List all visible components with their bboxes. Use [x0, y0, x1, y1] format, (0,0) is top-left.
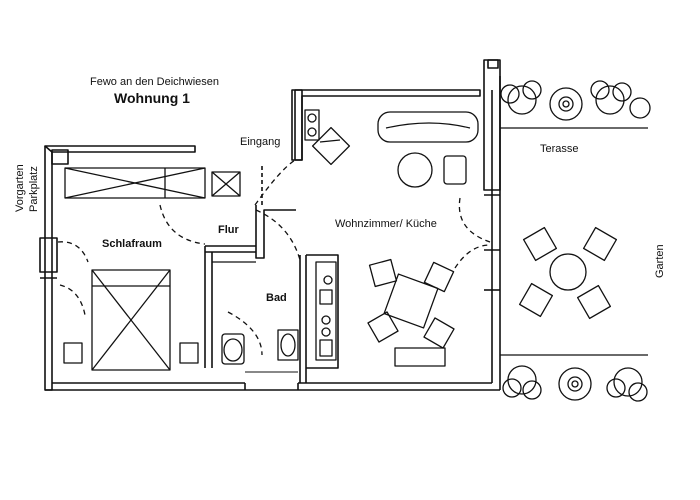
room-label-schlafraum: Schlafraum — [102, 238, 162, 250]
terrace-furniture — [500, 127, 648, 356]
room-label-terasse: Terasse — [540, 143, 579, 155]
area-label-garten: Garten — [654, 244, 666, 278]
plan-title: Wohnung 1 — [114, 90, 190, 106]
room-label-wohnzimmer: Wohnzimmer/ Küche — [335, 218, 437, 230]
plan-subtitle: Fewo an den Deichwiesen — [90, 76, 220, 88]
bedroom-furniture — [63, 167, 241, 371]
room-label-eingang: Eingang — [240, 136, 281, 148]
area-label-parkplatz: Parkplatz — [28, 166, 40, 212]
area-label-vorgarten: Vorgarten — [14, 164, 26, 212]
room-label-flur: Flur — [218, 224, 239, 236]
living-room-furniture — [304, 109, 479, 367]
outer-walls — [39, 59, 501, 391]
garden-bushes — [500, 80, 651, 402]
bathroom-fixtures — [212, 261, 299, 365]
kitchen-fixtures — [315, 261, 337, 361]
room-label-bad: Bad — [266, 292, 287, 304]
door-swings — [57, 159, 491, 356]
